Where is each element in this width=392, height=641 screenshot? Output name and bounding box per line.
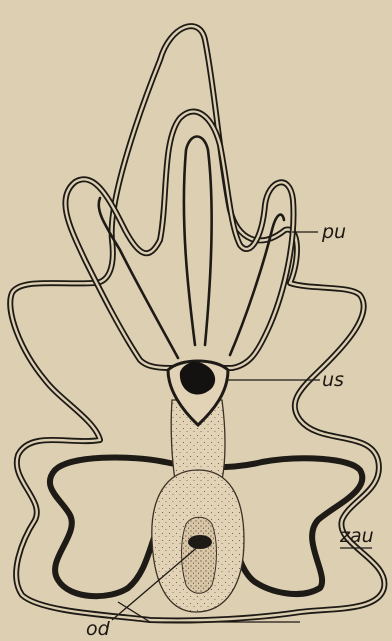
label-us: us — [322, 369, 344, 391]
label-zau: zau — [339, 525, 374, 547]
egg-nucleus — [188, 535, 212, 549]
label-pu: pu — [321, 221, 346, 243]
label-od: od — [86, 618, 111, 640]
inner-crown — [65, 112, 293, 368]
ovary-body — [152, 470, 244, 612]
